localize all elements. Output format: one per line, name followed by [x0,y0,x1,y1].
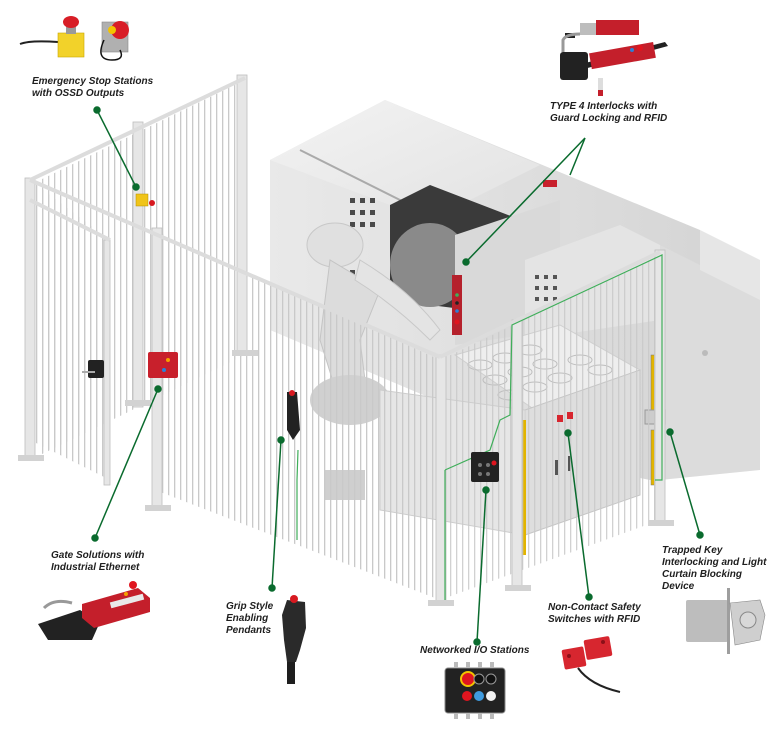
callout-line: Pendants [226,625,272,636]
estop-product-image [19,16,129,61]
estop-on-fence [135,193,155,207]
callout-line: Device [662,581,695,592]
callout-line: Curtain Blocking [662,569,743,580]
callout-line: Switches with RFID [548,614,641,625]
callout-line: Grip Style [226,601,274,612]
callout-emergency-stop: Emergency Stop Stations with OSSD Output… [32,76,153,100]
callout-line: Industrial Ethernet [51,562,140,573]
noncontact-switch-product-image [561,636,621,693]
callout-line: Non-Contact Safety [548,602,641,613]
callout-gate-solutions: Gate Solutions with Industrial Ethernet [51,550,144,574]
callout-line: Guard Locking and RFID [550,113,668,124]
callout-line: Gate Solutions with [51,550,145,561]
callout-line: Emergency Stop Stations [32,76,154,87]
callout-line: Enabling [226,613,269,624]
callout-grip-pendants: Grip Style Enabling Pendants [226,601,273,637]
callout-line: Interlocking and Light [662,557,767,568]
io-station-on-fence [471,452,499,482]
leader-lines [91,106,704,646]
type4-interlock-product-image [560,20,668,96]
callout-networked-io: Networked I/O Stations [420,645,529,657]
callout-non-contact-switches: Non-Contact Safety Switches with RFID [548,602,641,626]
callout-trapped-key: Trapped Key Interlocking and Light Curta… [662,545,766,593]
callout-type4-interlocks: TYPE 4 Interlocks with Guard Locking and… [550,101,667,125]
trapped-key-product-image [686,588,766,654]
noncontact-switch-on-table [557,412,573,422]
callout-line: Trapped Key [662,545,723,556]
io-station-product-image [444,662,506,719]
pendant-on-fence [287,390,300,440]
enabling-pendant-product-image [282,595,306,684]
gate-solution-product-image [38,581,150,640]
gate-handle-on-fence [82,360,104,378]
callout-line: with OSSD Outputs [32,88,125,99]
interlock-on-door [452,180,557,335]
callout-line: Networked I/O Stations [420,645,530,656]
callout-line: TYPE 4 Interlocks with [550,101,658,112]
gate-switch-on-fence [148,352,178,378]
